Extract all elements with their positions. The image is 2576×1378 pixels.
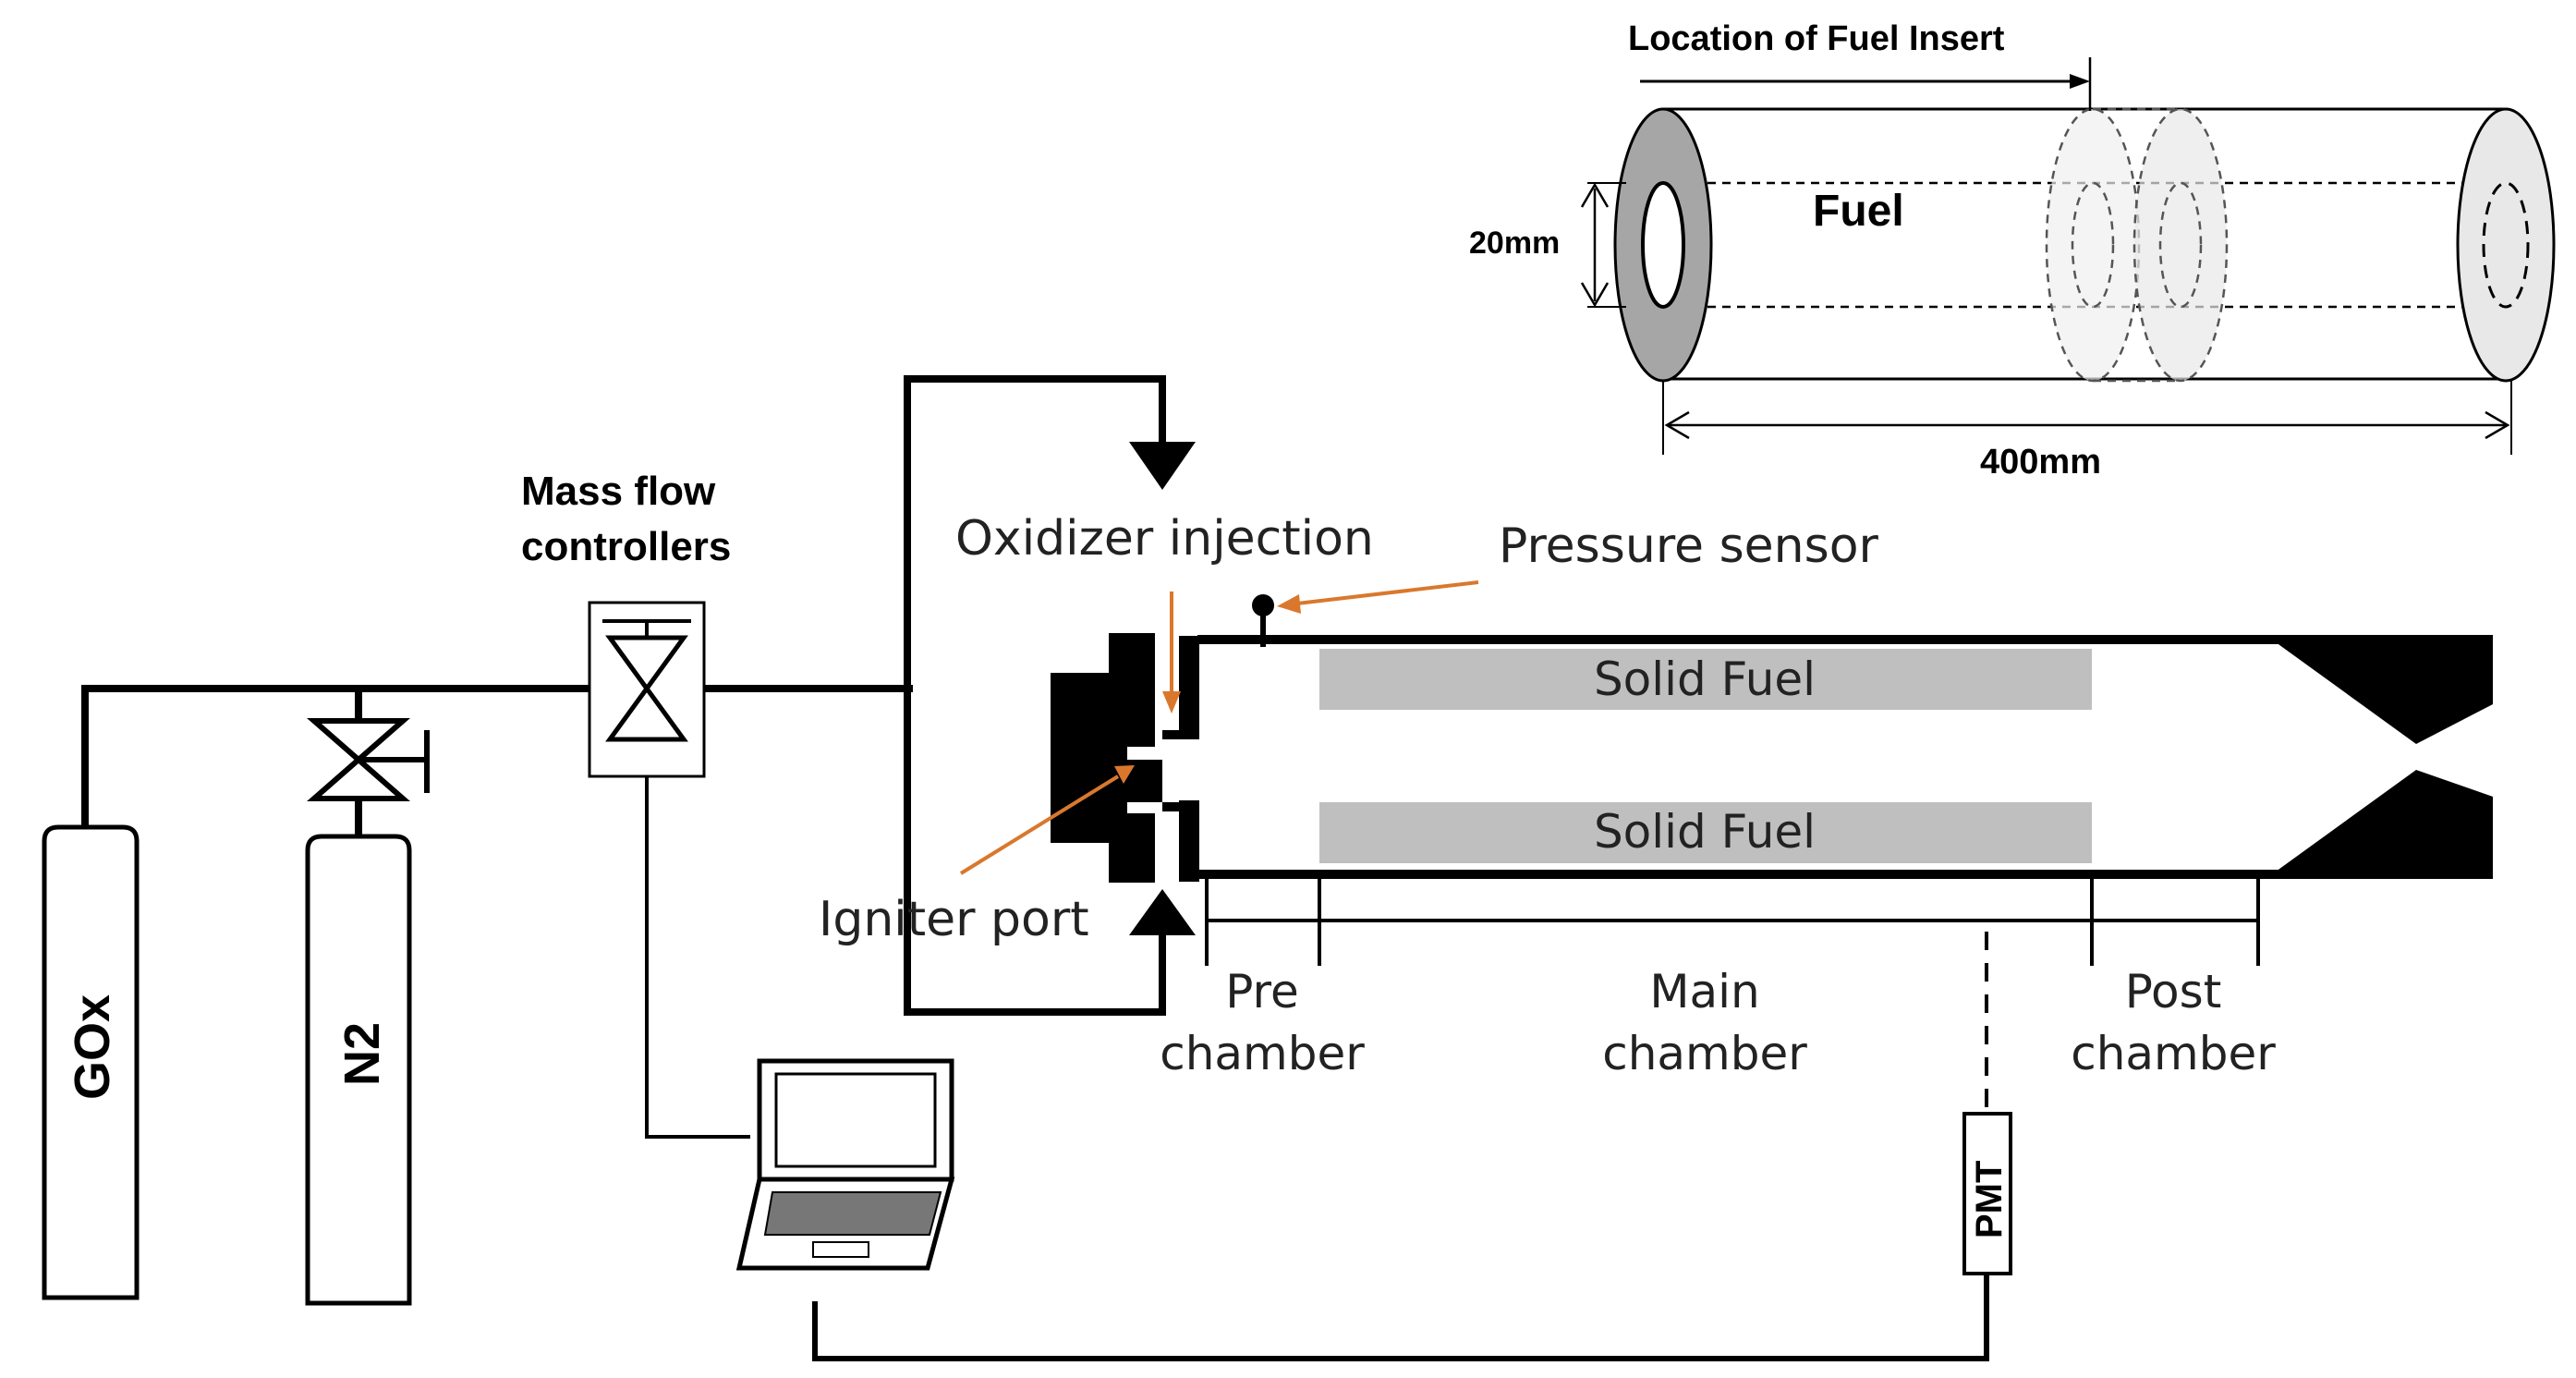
n2-valve-icon bbox=[307, 718, 430, 801]
chamber-sections-scale: Pre chamber Main chamber Post chamber bbox=[1160, 876, 2276, 1080]
oxidizer-injection-label: Oxidizer injection bbox=[955, 511, 1374, 567]
mass-flow-label-line1: Mass flow bbox=[521, 469, 716, 514]
post-chamber-label-2: chamber bbox=[2071, 1027, 2276, 1080]
pmt-label: PMT bbox=[1969, 1161, 2010, 1238]
n2-cylinder: N2 bbox=[305, 834, 412, 1306]
dim-400mm-label: 400mm bbox=[1980, 443, 2101, 482]
gox-label: GOx bbox=[65, 994, 120, 1100]
fuel-label: Fuel bbox=[1813, 187, 1904, 236]
mass-flow-label-line2: controllers bbox=[521, 524, 731, 569]
solid-fuel-bottom-label: Solid Fuel bbox=[1594, 805, 1816, 859]
fuel-insert-ring-right bbox=[2132, 107, 2229, 383]
nozzle-lower bbox=[2266, 770, 2493, 879]
annotations: Oxidizer injection Pressure sensor Ignit… bbox=[819, 511, 1879, 947]
solid-fuel-top-label: Solid Fuel bbox=[1594, 652, 1816, 706]
nozzle-upper bbox=[2266, 635, 2493, 744]
dim-20mm-label: 20mm bbox=[1469, 226, 1560, 261]
injector-head bbox=[1051, 633, 1162, 883]
fuel-insert-ring-left bbox=[2045, 107, 2141, 383]
laptop-pmt-wire bbox=[812, 1274, 1989, 1361]
pre-chamber-label-2: chamber bbox=[1160, 1027, 1365, 1080]
solid-fuel-bottom bbox=[1319, 802, 2092, 863]
main-chamber-label-2: chamber bbox=[1602, 1027, 1807, 1080]
post-chamber-label-1: Post bbox=[2125, 965, 2222, 1018]
pressure-sensor-label: Pressure sensor bbox=[1499, 518, 1879, 574]
fuel-insert-cylinder: Location of Fuel Insert Fuel 20mm 400mm bbox=[1469, 19, 2556, 482]
pre-chamber-label-1: Pre bbox=[1225, 965, 1299, 1018]
location-fuel-insert-label: Location of Fuel Insert bbox=[1628, 19, 2005, 58]
mfc-laptop-wire bbox=[645, 776, 750, 1139]
solid-fuel-top bbox=[1319, 649, 2092, 710]
gox-cylinder: GOx bbox=[42, 824, 140, 1300]
pmt-sensor: PMT bbox=[1962, 932, 2012, 1275]
combustion-chamber: Solid Fuel Solid Fuel bbox=[1051, 594, 2493, 883]
oxidizer-feed-loop bbox=[904, 375, 1196, 1016]
n2-label: N2 bbox=[334, 1022, 390, 1086]
gas-supply-line bbox=[81, 685, 913, 836]
laptop-icon bbox=[735, 1058, 955, 1271]
main-chamber-label-1: Main bbox=[1649, 965, 1759, 1018]
pressure-sensor-icon bbox=[1252, 594, 1274, 616]
mass-flow-controller: Mass flow controllers bbox=[521, 469, 731, 778]
igniter-port-label: Igniter port bbox=[819, 892, 1089, 947]
